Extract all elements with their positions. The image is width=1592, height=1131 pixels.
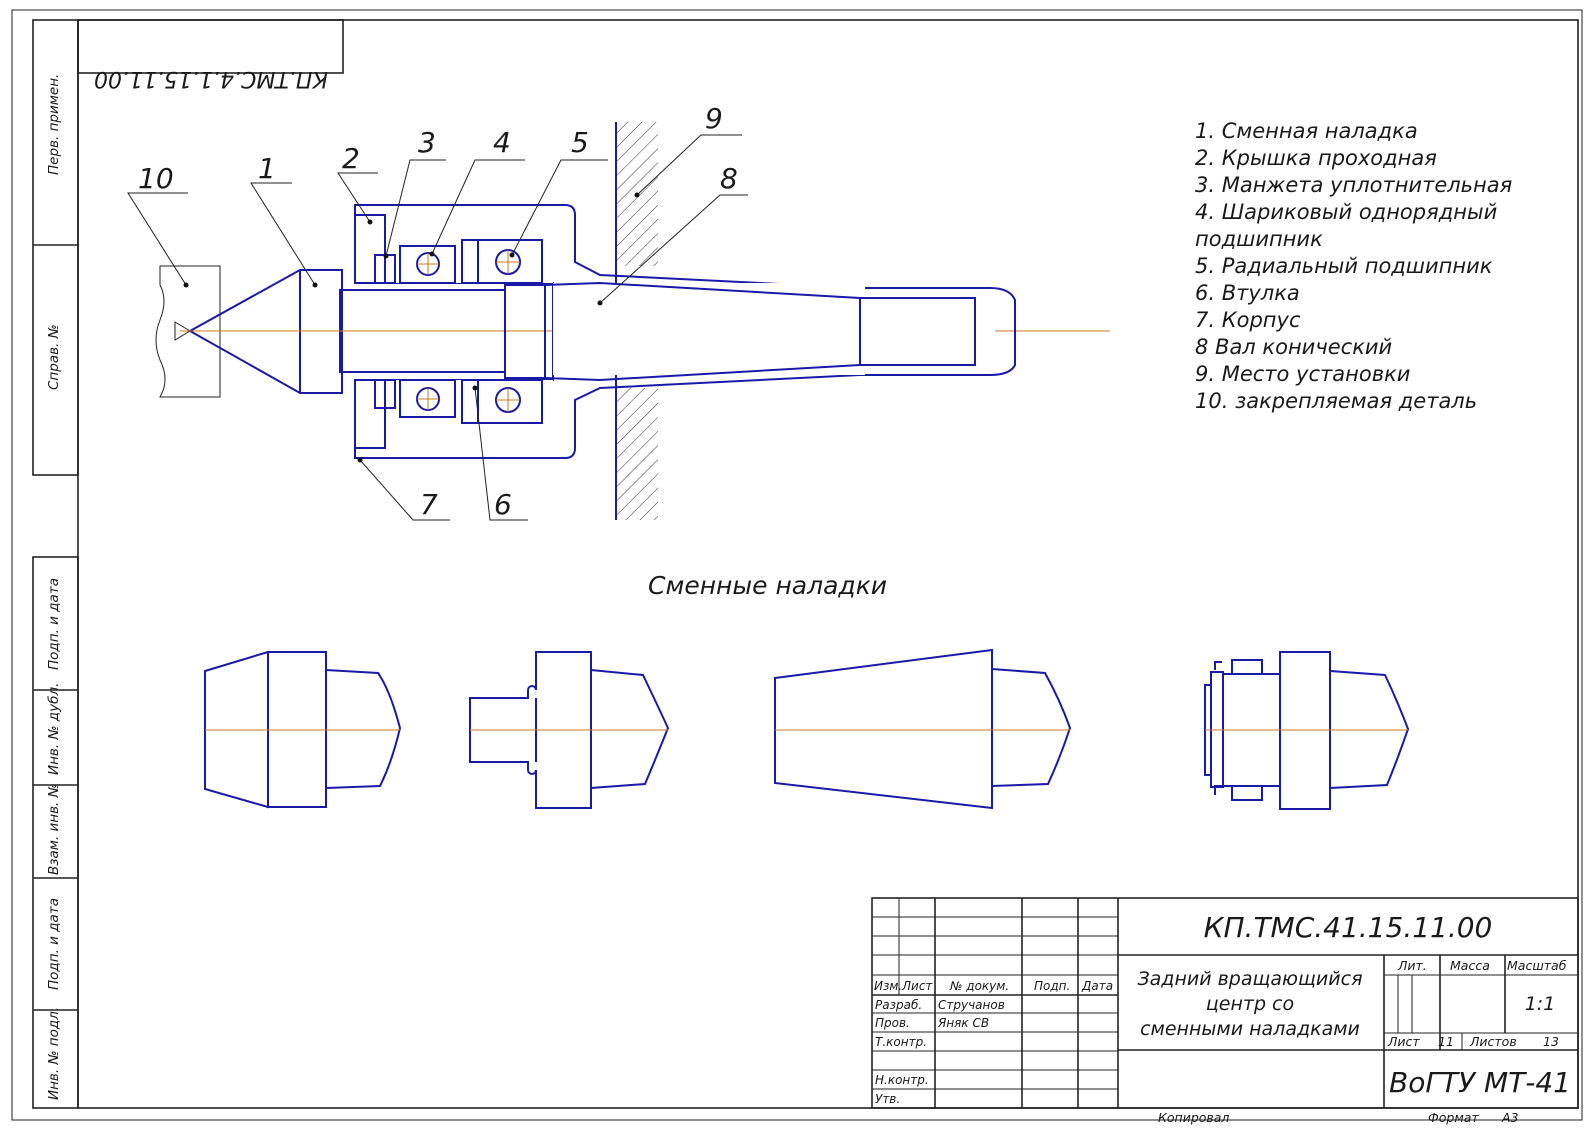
legend-item: 8 Вал конический — [1195, 335, 1392, 359]
legend-item: 1. Сменная наладка — [1195, 119, 1418, 143]
mirrored-code: КП.ТМС.4.1.15.11.00 — [94, 66, 328, 91]
radial-bearing — [461, 239, 543, 424]
title-block: Изм. Лист № докум. Подп. Дата Разраб. Ст… — [871, 897, 1579, 1109]
leaders — [127, 134, 748, 521]
tb-role: Н.контр. — [875, 1073, 929, 1087]
tb-header-data: Дата — [1081, 979, 1113, 993]
legend-item: подшипник — [1195, 227, 1323, 251]
tb-header-doc: № докум. — [949, 979, 1009, 993]
tb-role: Утв. — [875, 1092, 900, 1106]
callout-3: 3 — [418, 126, 436, 159]
mirrored-code-box: КП.ТМС.4.1.15.11.00 — [77, 19, 344, 91]
side-label-sprav: Справ. № — [46, 324, 62, 390]
legend-item: 9. Место установки — [1195, 362, 1410, 386]
legend-item: 4. Шариковый однорядный — [1195, 200, 1497, 224]
sheets-label: Листов — [1469, 1034, 1517, 1049]
sheets-value: 13 — [1543, 1034, 1559, 1049]
tb-name: Яняк СВ — [937, 1016, 989, 1030]
scale-label: Масштаб — [1507, 958, 1567, 973]
lit-label: Лит. — [1397, 958, 1427, 973]
callout-1: 1 — [258, 152, 276, 185]
assembly-view: 10 1 2 3 4 5 9 8 7 6 — [127, 102, 1110, 521]
side-label-vzam: Взам. инв. № — [46, 783, 62, 875]
tip-variant-2 — [469, 651, 670, 809]
tb-header-podp: Подп. — [1034, 979, 1070, 993]
callout-9: 9 — [705, 102, 723, 135]
workpiece — [155, 265, 221, 398]
tip-variant-4 — [1204, 651, 1410, 810]
conical-shaft — [339, 281, 976, 382]
callout-2: 2 — [342, 142, 360, 175]
callout-10: 10 — [138, 162, 174, 195]
tip-variant-3 — [774, 648, 1072, 810]
organization: ВоГТУ МТ-41 — [1389, 1066, 1571, 1099]
tb-role: Т.контр. — [875, 1035, 927, 1049]
legend-item: 6. Втулка — [1195, 281, 1300, 305]
side-label-podp1: Подп. и дата — [46, 578, 62, 670]
drawing-code: КП.ТМС.41.15.11.00 — [1204, 911, 1493, 944]
callout-8: 8 — [720, 162, 738, 195]
side-label-perv: Перв. примен. — [46, 74, 62, 175]
drawing-name-line: сменными наладками — [1140, 1018, 1360, 1040]
legend-item: 3. Манжета уплотнительная — [1195, 173, 1512, 197]
housing — [354, 204, 1016, 459]
copied-by-label: Копировал — [1158, 1110, 1229, 1125]
callout-6: 6 — [494, 488, 512, 521]
sheet-value: 11 — [1438, 1034, 1454, 1049]
tb-header-list: Лист — [901, 979, 933, 993]
section-title: Сменные наладки — [648, 571, 887, 600]
legend-item: 7. Корпус — [1195, 308, 1301, 332]
format-label: Формат — [1428, 1110, 1479, 1125]
callout-5: 5 — [571, 126, 589, 159]
side-label-podl: Инв. № подл. — [46, 1007, 62, 1100]
side-label-dubl: Инв. № дубл. — [46, 683, 62, 775]
side-label-podp2: Подп. и дата — [46, 898, 62, 990]
tb-name: Стручанов — [938, 998, 1005, 1012]
mass-label: Масса — [1450, 958, 1490, 973]
legend-item: 2. Крышка проходная — [1195, 146, 1437, 170]
tb-header-izm: Изм. — [874, 979, 902, 993]
tb-role: Пров. — [875, 1016, 910, 1030]
parts-legend: 1. Сменная наладка 2. Крышка проходная 3… — [1195, 119, 1512, 413]
leader-dots — [183, 192, 640, 463]
side-strip: Перв. примен. Справ. № Подп. и дата Инв.… — [46, 74, 62, 1100]
sheet-frame — [11, 9, 1583, 1121]
ball-bearing — [399, 245, 456, 418]
legend-item: 5. Радиальный подшипник — [1195, 254, 1493, 278]
scale-value: 1:1 — [1525, 993, 1556, 1015]
legend-item: 10. закрепляемая деталь — [1195, 389, 1477, 413]
drawing-name-line: центр со — [1206, 993, 1294, 1015]
callout-7: 7 — [420, 488, 438, 521]
drawing-name-line: Задний вращающийся — [1137, 968, 1362, 990]
tip-variant-1 — [204, 650, 402, 809]
sheet-label: Лист — [1387, 1034, 1420, 1049]
tb-role: Разраб. — [875, 998, 922, 1012]
cover — [354, 214, 386, 284]
format-value: А3 — [1501, 1110, 1519, 1125]
callout-4: 4 — [493, 126, 511, 159]
